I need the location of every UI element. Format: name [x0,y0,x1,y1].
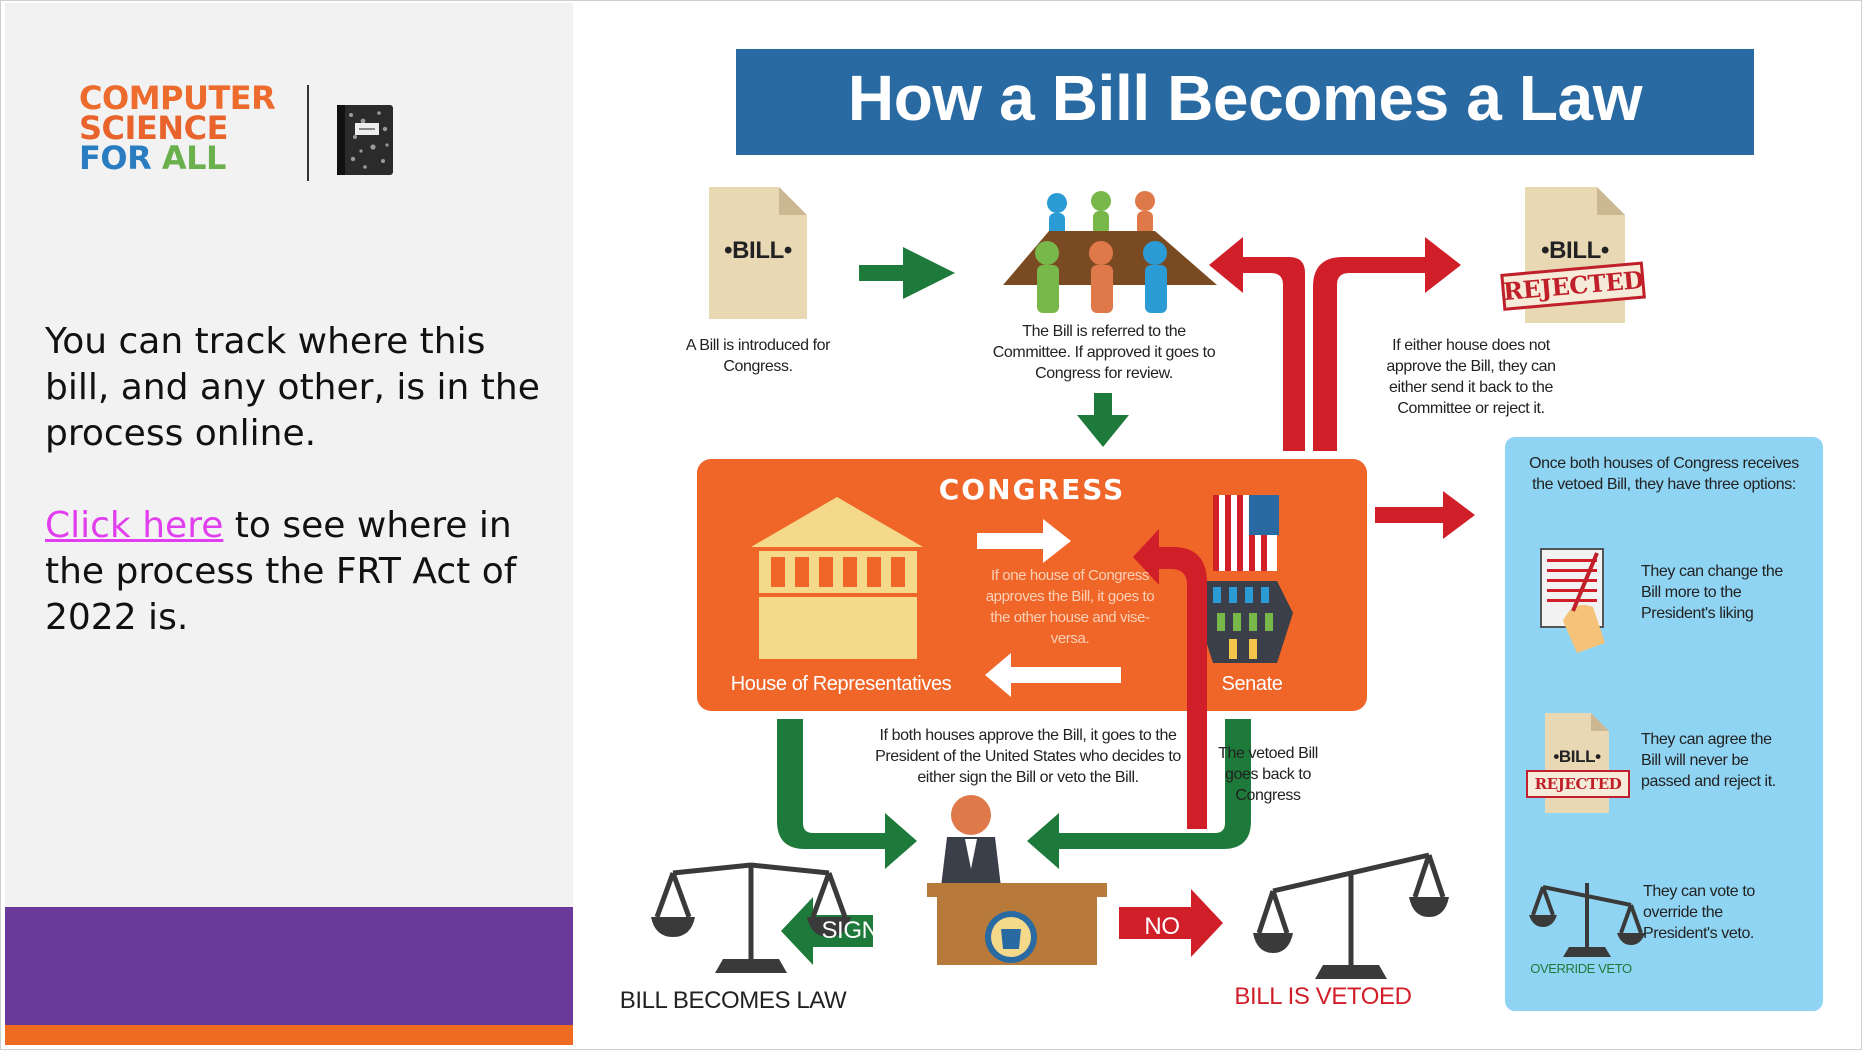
red-arrow-to-options [1375,491,1475,539]
is-vetoed-label: BILL IS VETOED [1234,983,1412,1010]
option1-text: They can change the Bill more to the Pre… [1641,563,1783,622]
no-sign-label: NO SIGN [1133,913,1191,968]
bill-document-icon [709,187,807,319]
logo-line3b: ALL [161,139,227,177]
vetoed-back-text: The vetoed Bill goes back to Congress [1218,745,1318,804]
body-text: You can track where this bill, and any o… [45,319,555,687]
green-arrow-right [859,247,955,299]
logo-divider [307,85,309,181]
committee-text: The Bill is referred to the Committee. I… [992,323,1216,382]
white-arrow-right [977,519,1071,563]
infographic-graphics [651,49,1823,1011]
committee-icon [1003,191,1217,313]
left-panel: COMPUTER SCIENCE FOR ALL You can track w… [5,3,573,1045]
logo-line2: SCIENCE [79,109,228,147]
green-arrow-down [1077,393,1129,447]
title-bar [736,49,1754,155]
president-icon [927,795,1107,965]
no-sign-arrow [1119,889,1223,957]
bill-intro-text: A Bill is introduced for Congress. [685,337,831,375]
scales-law-icon [654,862,848,963]
override-veto-label: OVERRIDE VETO [1530,961,1632,976]
both-houses-text: If both houses approve the Bill, it goes… [875,727,1181,786]
white-arrow-left [985,653,1121,697]
scales-vetoed-icon [1256,852,1446,969]
green-arrows-to-president [777,719,1251,869]
senate-label: Senate [1221,673,1283,695]
rejected-doc-label: •BILL• [1541,237,1609,264]
logo-line3a: FOR [79,139,162,177]
congress-label: CONGRESS [938,473,1126,506]
bill-doc-label: •BILL• [724,237,792,264]
override-scales-icon [1531,883,1643,949]
red-arrow-veto-back [1133,529,1207,829]
congress-desc: If one house of Congress approves the Bi… [985,567,1155,647]
paragraph-link: Click here to see where in the process t… [45,503,555,641]
paragraph-track: You can track where this bill, and any o… [45,321,540,454]
house-label: House of Representatives [730,673,952,695]
infographic-title: How a Bill Becomes a Law [847,62,1643,134]
sign-label: SIGN [821,917,879,944]
rejected-bill-icon [1500,187,1646,323]
rejected-small-stamp: REJECTED [1534,775,1622,793]
orange-band [5,1025,573,1045]
option3-text: They can vote to override the President'… [1643,883,1755,942]
options-header: Once both houses of Congress receives th… [1529,455,1799,493]
link-sentence-rest: to see where in the process the FRT Act … [45,505,517,638]
purple-band [5,907,573,1025]
becomes-law-label: BILL BECOMES LAW [619,987,847,1014]
cs4all-logo: COMPUTER SCIENCE FOR ALL [79,79,276,174]
option2-text: They can agree the Bill will never be pa… [1641,731,1776,790]
click-here-link[interactable]: Click here [45,505,224,546]
red-arrows-up [1209,237,1461,451]
rejected-small-icon [1526,713,1630,813]
house-of-representatives-icon [751,497,923,659]
rejected-small-bill: •BILL• [1553,747,1601,766]
senate-icon [1197,495,1293,663]
logo-line1: COMPUTER [79,79,276,117]
bill-law-infographic: How a Bill Becomes a Law •BILL• A Bill i… [573,3,1859,1043]
scales-law-pans [651,917,851,973]
either-house-text: If either house does not approve the Bil… [1386,337,1556,417]
notebook-icon [337,105,393,175]
edit-document-icon [1540,548,1605,653]
